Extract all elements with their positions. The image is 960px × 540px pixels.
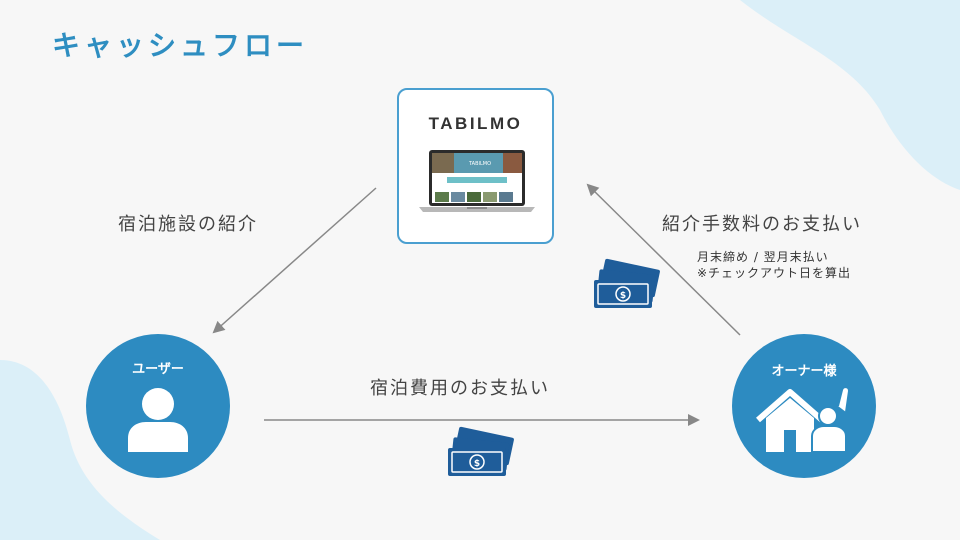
money-icon: $ xyxy=(448,426,514,476)
commission-note-line2: ※チェックアウト日を算出 xyxy=(697,266,852,280)
user-label: ユーザー xyxy=(132,362,184,377)
money-icon: $ xyxy=(594,258,660,308)
arrow-owner-to-platform xyxy=(586,183,741,336)
laptop-icon: TABILMO xyxy=(419,150,535,212)
platform-name: TABILMO xyxy=(428,114,523,133)
laptop-screen-logo: TABILMO xyxy=(468,161,491,167)
platform-card: TABILMO TABILMO xyxy=(397,88,554,244)
owner-node: オーナー様 xyxy=(732,334,876,478)
page-title: キャッシュフロー xyxy=(52,29,309,62)
svg-text:$: $ xyxy=(474,459,480,469)
house-owner-icon xyxy=(756,386,851,453)
commission-note-line1: 月末締め / 翌月末払い xyxy=(697,250,829,264)
flow-label-stay-payment: 宿泊費用のお支払い xyxy=(370,378,550,399)
user-node: ユーザー xyxy=(86,334,230,478)
svg-text:$: $ xyxy=(620,291,626,301)
owner-label: オーナー様 xyxy=(771,364,837,379)
person-icon xyxy=(128,388,188,452)
arrow-platform-to-user xyxy=(212,187,377,334)
flow-label-intro: 宿泊施設の紹介 xyxy=(118,214,258,235)
flow-label-commission: 紹介手数料のお支払い xyxy=(662,214,862,235)
